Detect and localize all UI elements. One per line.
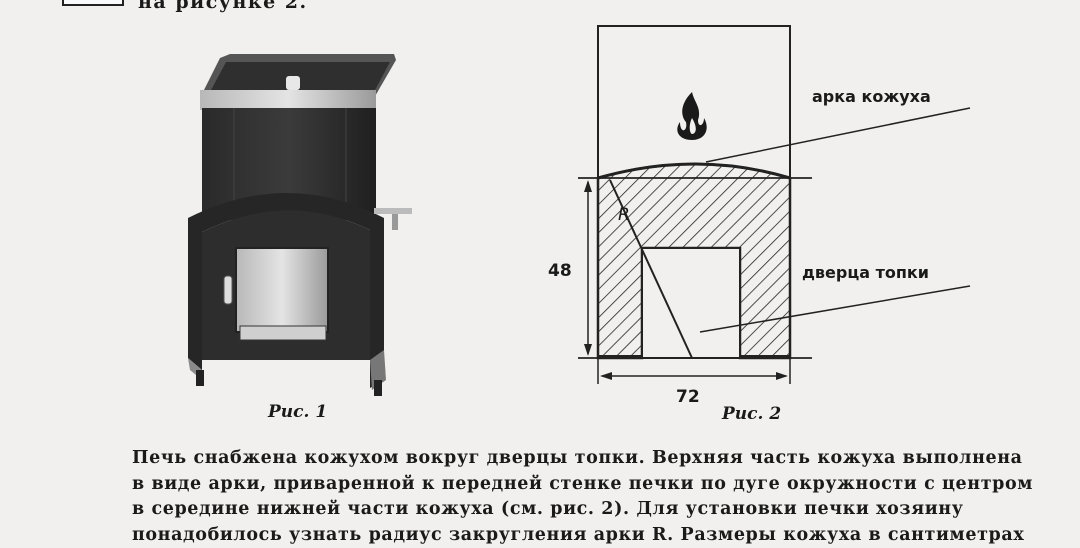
paragraph-line: Печь снабжена кожухом вокруг дверцы топк…	[132, 446, 1054, 472]
flame-icon	[677, 92, 706, 140]
header-fragment: на рисунке 2.	[138, 0, 308, 13]
arch-label: арка кожуха	[812, 87, 931, 106]
figure1-caption: Рис. 1	[268, 402, 327, 422]
paragraph-line: понадобилось узнать радиус закругления а…	[132, 523, 1054, 548]
margin-box	[62, 0, 124, 6]
stove-photo	[178, 40, 428, 400]
paragraph-line: в виде арки, приваренной к передней стен…	[132, 472, 1054, 498]
problem-paragraph: Печь снабжена кожухом вокруг дверцы топк…	[132, 446, 1054, 548]
height-label: 48	[548, 261, 572, 281]
radius-label: R	[618, 205, 630, 225]
door-label: дверца топки	[802, 263, 929, 282]
casing-diagram: арка кожуха дверца топки R 48 72	[540, 22, 980, 412]
figure2-caption: Рис. 2	[722, 404, 781, 424]
paragraph-line: в середине нижней части кожуха (см. рис.…	[132, 497, 1054, 523]
width-label: 72	[676, 387, 700, 407]
